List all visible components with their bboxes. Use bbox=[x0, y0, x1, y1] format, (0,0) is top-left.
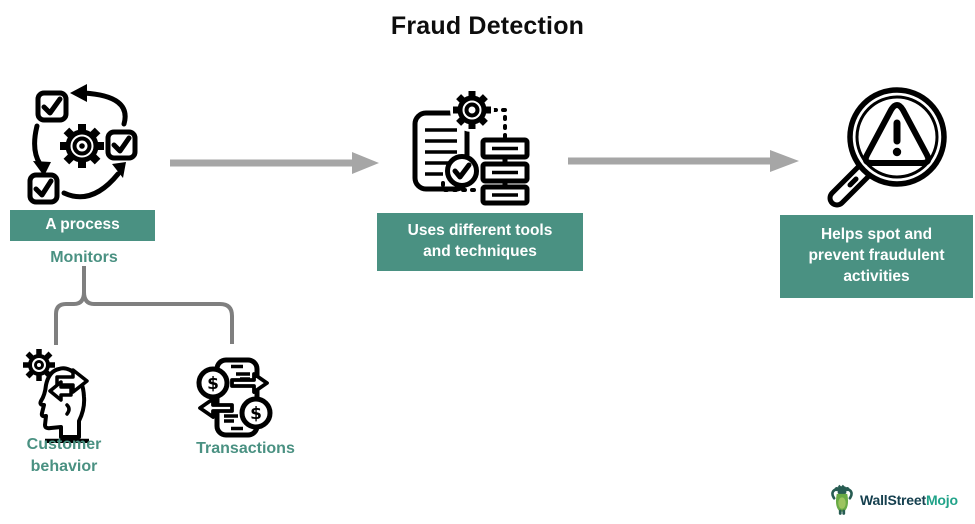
svg-text:$: $ bbox=[207, 374, 219, 394]
page-title: Fraud Detection bbox=[390, 12, 585, 40]
transactions-label: Transactions bbox=[196, 440, 295, 457]
bracket-connector bbox=[40, 260, 240, 350]
logo-text: WallStreetMojo bbox=[860, 492, 958, 508]
transactions-icon: $ $ bbox=[196, 352, 280, 442]
magnifier-warning-icon bbox=[823, 84, 955, 214]
wallstreetmojo-logo: WallStreetMojo bbox=[828, 483, 958, 517]
monitors-label: Monitors bbox=[50, 249, 118, 266]
step-label-helps-spot: Helps spot and prevent fraudulent activi… bbox=[780, 215, 973, 298]
wallstreetmojo-mascot-icon bbox=[828, 483, 856, 517]
svg-text:$: $ bbox=[250, 404, 262, 424]
step-label-tools-techniques: Uses different tools and techniques bbox=[377, 213, 583, 271]
step-label-a-process: A process bbox=[10, 210, 155, 241]
process-cycle-icon bbox=[20, 80, 165, 208]
customer-behavior-label: Customer behavior bbox=[26, 436, 102, 475]
flow-arrow-1 bbox=[168, 150, 380, 176]
flow-arrow-2 bbox=[566, 148, 800, 174]
customer-behavior-icon bbox=[15, 345, 100, 443]
logo-text-secondary: Mojo bbox=[925, 492, 958, 508]
document-tools-icon bbox=[408, 86, 558, 208]
logo-text-primary: WallStreet bbox=[860, 492, 926, 508]
